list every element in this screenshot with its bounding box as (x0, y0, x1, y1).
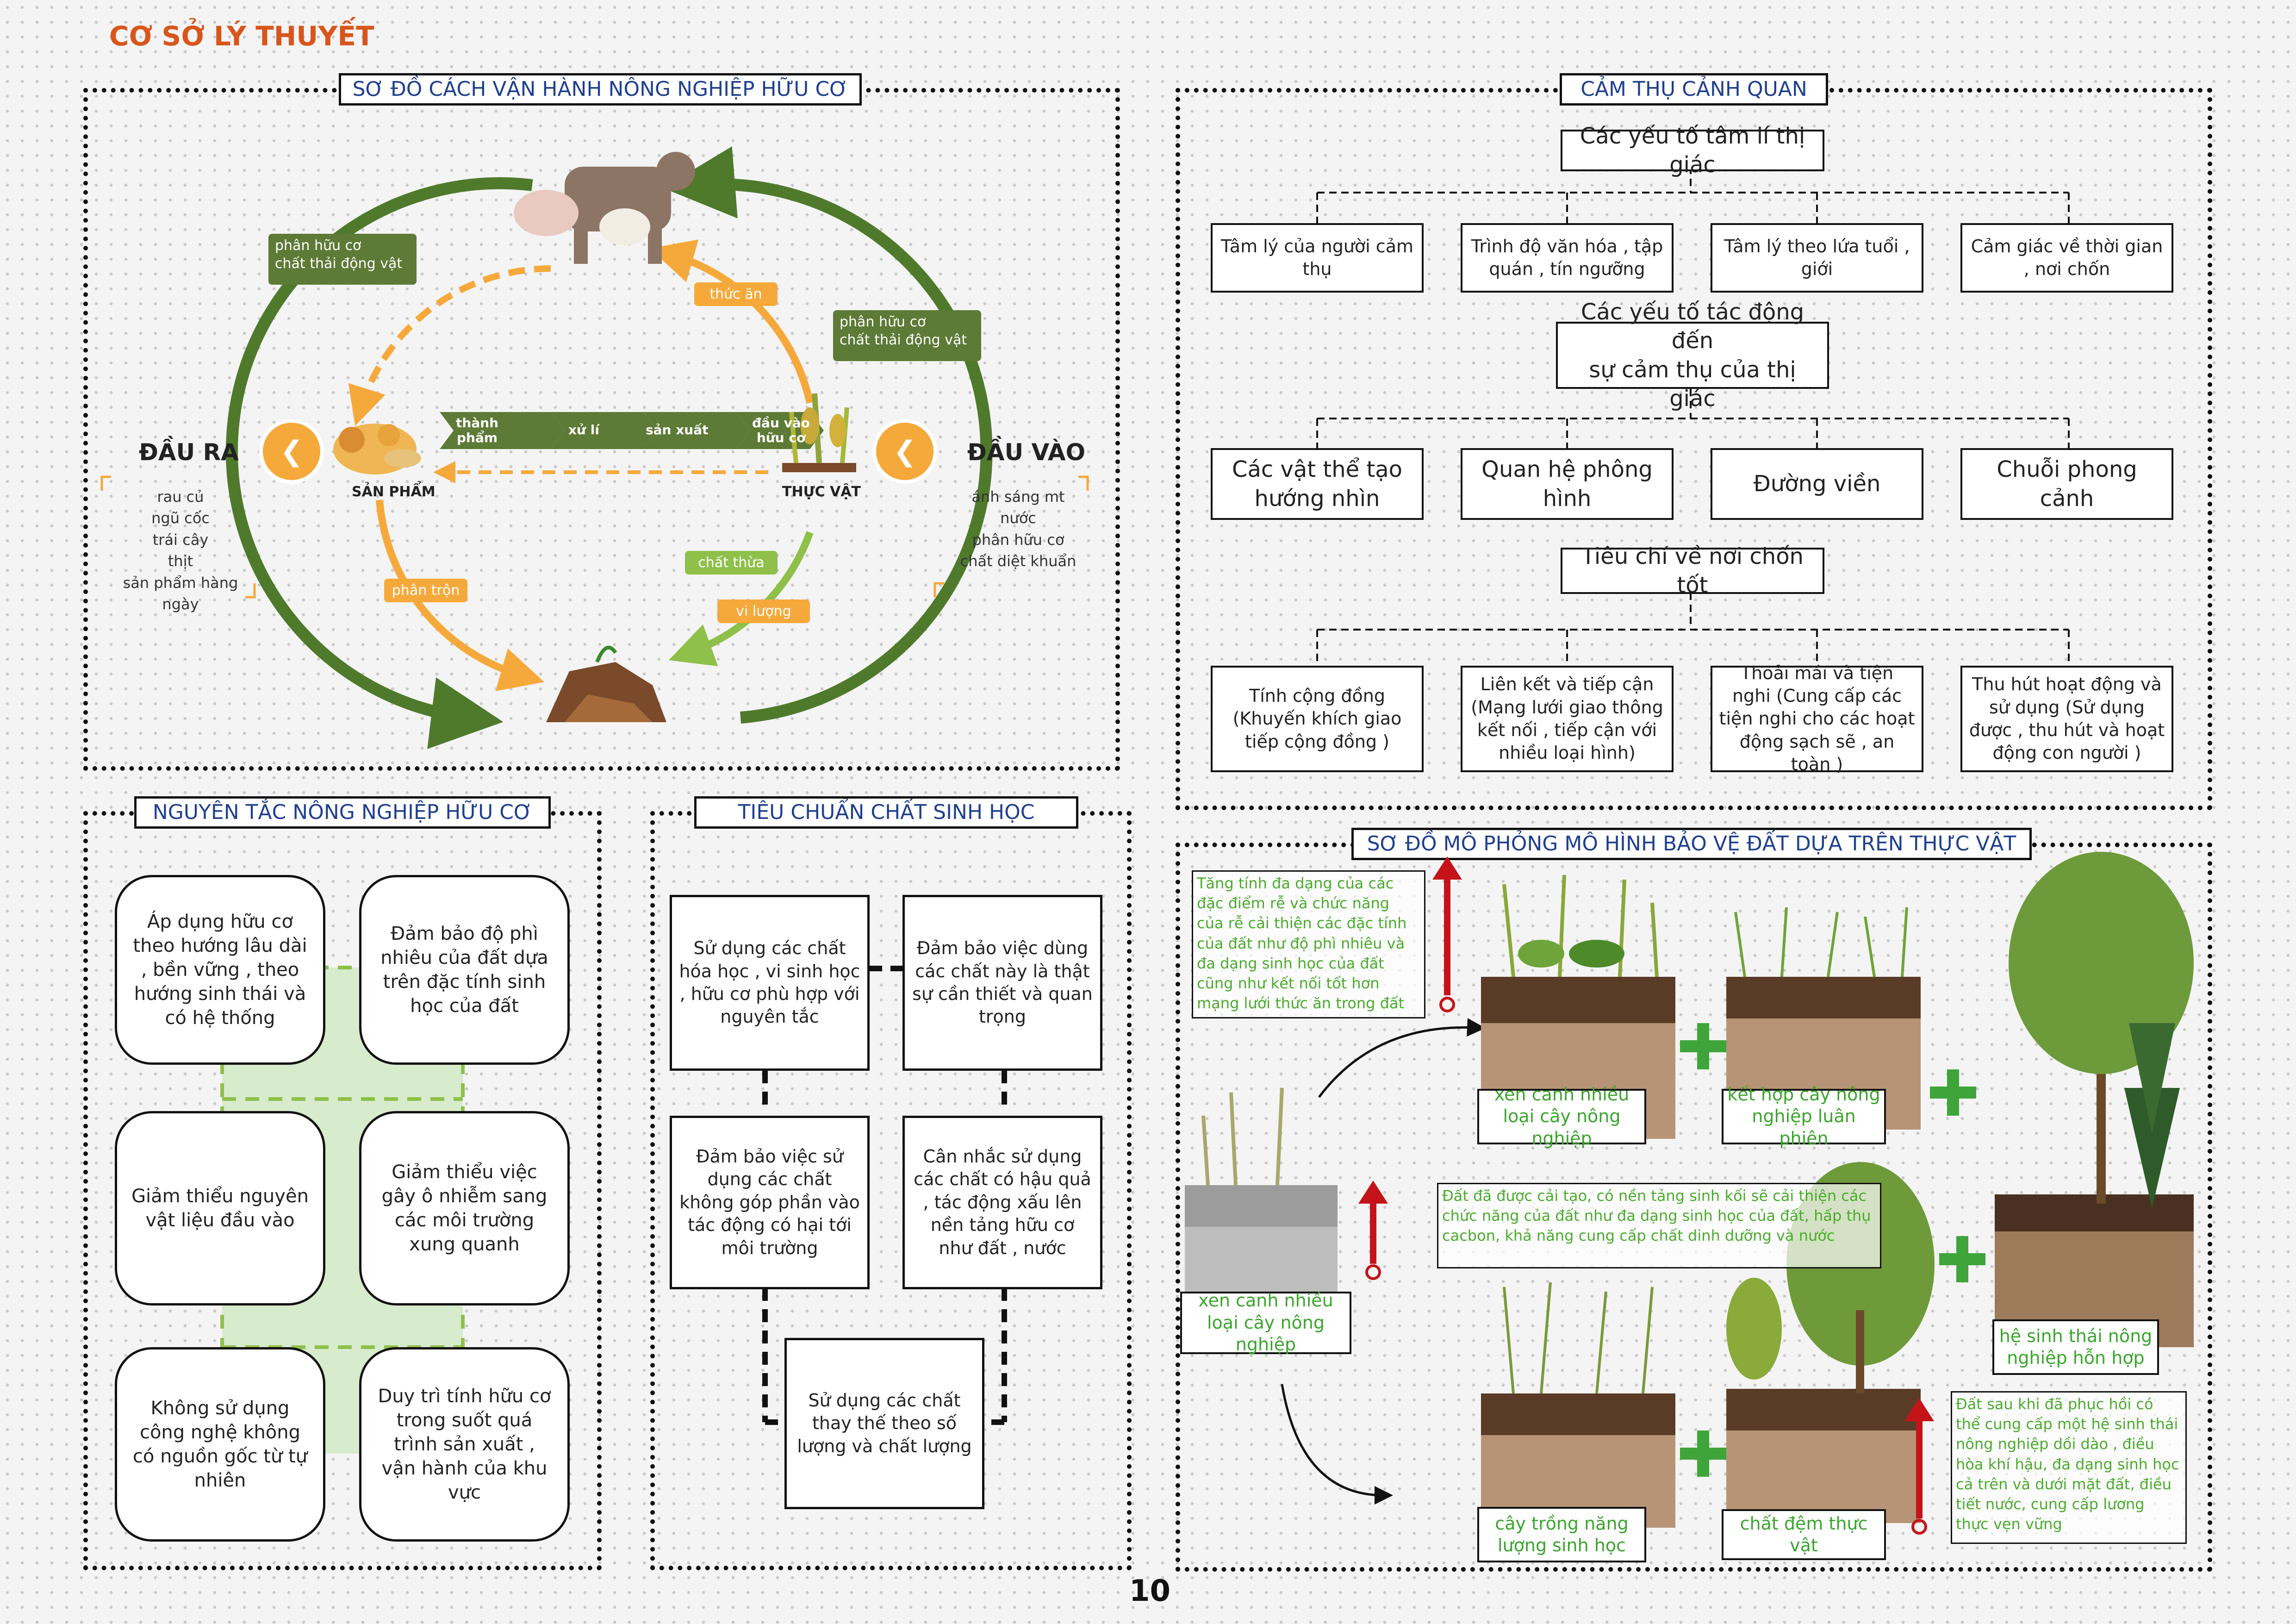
arc-orange-left-top (348, 265, 551, 426)
arc-lgreen-right (668, 531, 814, 666)
principle-card: Không sử dụng công nghệ không có nguồn g… (115, 1347, 325, 1542)
tag-residue: chất thừa (685, 551, 778, 575)
plant-label: THỰC VẬT (782, 484, 861, 500)
arc-orange-left-bottom (376, 500, 545, 691)
thermometer-icon (1358, 1181, 1388, 1280)
output-item: thịt (168, 552, 193, 570)
output-items: rau củ ngũ cốc trái cây thịt sản phẩm hà… (111, 486, 250, 615)
chain-step-1: thành phẩm (456, 415, 499, 446)
standard-card: Đảm bảo việc dùng các chất này là thật s… (902, 895, 1102, 1071)
principle-card: Giảm thiểu việc gây ô nhiễm sang các môi… (359, 1111, 570, 1305)
landscape-title: CẢM THỤ CẢNH QUAN (1560, 73, 1828, 106)
soil-note-3: Đất sau khi đã phục hồi có thể cung cấp … (1951, 1391, 2187, 1544)
output-arrow-icon: ❮ (259, 419, 324, 484)
principle-card: Giảm thiểu nguyên vật liệu đầu vào (115, 1111, 325, 1305)
principle-card: Duy trì tính hữu cơ trong suốt quá trình… (359, 1347, 570, 1542)
good-place-item: Thoải mái và tiện nghi (Cung cấp các tiệ… (1711, 663, 1923, 775)
standard-card: Sử dụng các chất hóa học , vi sinh học ,… (670, 895, 870, 1071)
input-item: chất diệt khuẩn (960, 552, 1076, 570)
input-label: ĐẦU VÀO (967, 439, 1086, 466)
input-item: ánh sáng mt (971, 488, 1065, 506)
plant-icon (782, 393, 856, 472)
standard-card: Đảm bảo việc sử dụng các chất không góp … (670, 1116, 870, 1289)
thermometer-icon (1432, 856, 1462, 1012)
good-place-item: Tính cộng đồng (Khuyến khích giao tiếp c… (1211, 666, 1424, 772)
principle-card: Áp dụng hữu cơ theo hướng lâu dài , bền … (115, 875, 325, 1065)
good-place-title: Tiêu chí về nơi chốn tốt (1561, 543, 1824, 598)
cycle-arc-left (225, 177, 533, 749)
standards-connectors (762, 966, 1007, 1425)
arc-orange-right-top (649, 239, 814, 404)
organic-cycle-diagram (100, 146, 1089, 749)
soil-note-1: Tăng tính đa dạng của các đặc điểm rễ và… (1192, 870, 1425, 1018)
page-title: CƠ SỞ LÝ THUYẾT (109, 20, 374, 52)
principles-title: NGUYÊN TẮC NÔNG NGHIỆP HỮU CƠ (134, 796, 551, 829)
input-arrow-icon: ❮ (872, 419, 937, 484)
page-number: 10 (1129, 1574, 1171, 1608)
organic-cycle-title: SƠ ĐỒ CÁCH VẬN HÀNH NÔNG NGHIỆP HỮU CƠ (339, 73, 862, 106)
soil-label-b: kết hợp cây nông nghiệp luân phiên (1722, 1084, 1886, 1149)
tag-manure-left: phân hữu cơ chất thải động vật (268, 234, 417, 285)
visual-psychology-item: Tâm lý của người cảm thụ (1211, 223, 1424, 293)
tag-compost: phân trộn (384, 579, 467, 602)
visual-impact-item: Quan hệ phông hình (1461, 448, 1674, 520)
product-label: SẢN PHẨM (352, 484, 436, 500)
visual-impact-item: Các vật thể tạo hướng nhìn (1211, 448, 1424, 520)
chain-step-4: đầu vào hữu cơ (752, 415, 810, 446)
visual-impact-item: Chuỗi phong cảnh (1960, 448, 2173, 520)
soil-title: SƠ ĐỒ MÔ PHỎNG MÔ HÌNH BẢO VỆ ĐẤT DỰA TR… (1351, 828, 2032, 860)
soil-label-start: xen canh nhiều loại cây nông nghiệp (1180, 1290, 1351, 1355)
tag-feed: thức ăn (694, 282, 778, 306)
standards-title: TIÊU CHUẨN CHẤT SINH HỌC (694, 796, 1078, 829)
soil-note-2: Đất đã được cải tạo, có nền tảng sinh kố… (1437, 1183, 1881, 1268)
output-item: ngũ cốc (151, 509, 210, 527)
visual-psychology-item: Tâm lý theo lứa tuổi , giới (1711, 223, 1923, 293)
chain-step-3: sản xuất (646, 422, 709, 437)
soil-icon (546, 645, 666, 722)
standard-card: Cân nhắc sử dụng các chất có hậu quả , t… (902, 1116, 1102, 1289)
soil-block-c (1995, 852, 2194, 1347)
soil-label-c: hệ sinh thái nông nghiệp hỗn hợp (1992, 1319, 2159, 1375)
output-item: sản phẩm hàng ngày (123, 574, 238, 613)
thermometer-icon (1904, 1398, 1934, 1535)
good-place-item: Liên kết và tiếp cận (Mạng lưới giao thô… (1461, 666, 1674, 772)
visual-psychology-item: Trình độ văn hóa , tập quán , tín ngưỡng (1461, 223, 1674, 293)
cycle-arc-right (663, 146, 993, 724)
soil-label-d: cây trồng năng lượng sinh học (1477, 1507, 1646, 1562)
good-place-item: Thu hút hoạt động và sử dụng (Sử dụng đư… (1960, 666, 2173, 772)
soil-label-e: chất đệm thực vật (1722, 1509, 1886, 1560)
soil-label-a: xen canh nhiều loại cây nông nghiệp (1477, 1084, 1646, 1149)
input-item: phân hữu cơ (972, 531, 1064, 549)
chain-step-2: xử lí (568, 422, 599, 437)
standard-card: Sử dụng các chất thay thế theo số lượng … (784, 1338, 984, 1509)
tag-manure-right: phân hữu cơ chất thải động vật (833, 310, 981, 361)
visual-psychology-item: Cảm giác về thời gian , nơi chốn (1960, 223, 2173, 293)
visual-impact-item: Đường viền (1711, 448, 1923, 520)
tag-micro: vi lượng (717, 600, 810, 623)
input-items: ánh sáng mt nước phân hữu cơ chất diệt k… (949, 486, 1088, 572)
visual-psychology-title: Các yếu tố tâm lí thị giác (1561, 123, 1824, 178)
landscape-connectors (1316, 167, 2070, 666)
visual-impact-title: Các yếu tố tác động đến sự cảm thụ của t… (1556, 299, 1829, 412)
principle-card: Đảm bảo độ phì nhiêu của đất dựa trên đặ… (359, 875, 570, 1065)
output-item: rau củ (157, 488, 204, 506)
output-label: ĐẦU RA (139, 439, 239, 466)
output-item: trái cây (152, 531, 209, 549)
input-item: nước (1000, 509, 1036, 527)
soil-block-d (1481, 1282, 1675, 1528)
product-icon (333, 424, 421, 475)
livestock-icon (514, 152, 695, 264)
process-chain (440, 412, 824, 449)
